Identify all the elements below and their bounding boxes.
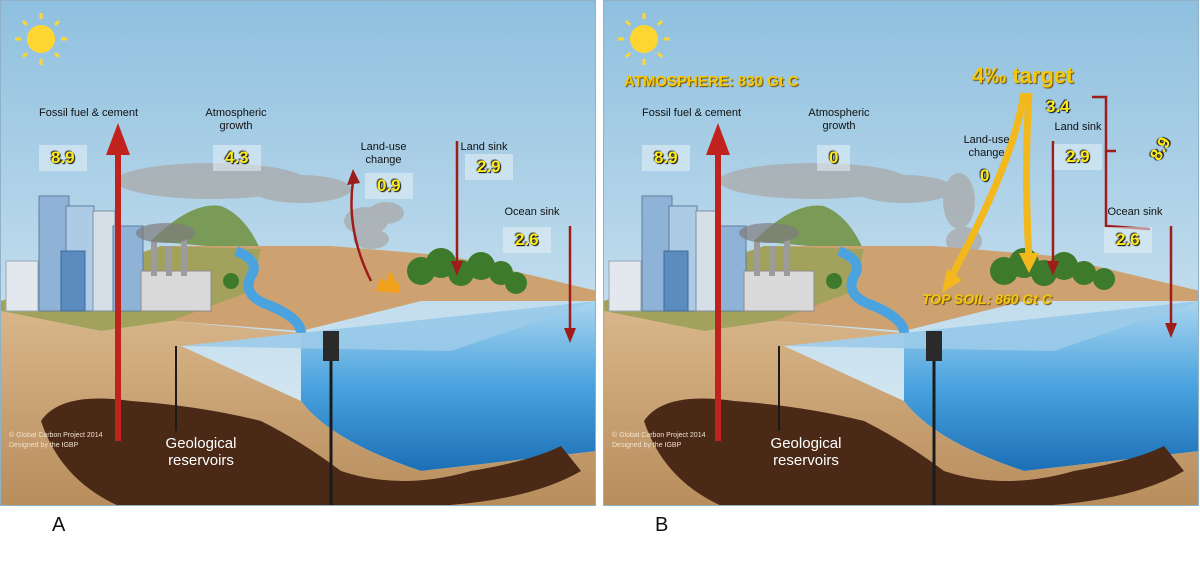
landuse-value: 0.9	[365, 173, 413, 199]
factory	[136, 223, 212, 312]
target-arrowhead-1	[942, 269, 962, 293]
scene-b	[604, 1, 1198, 505]
panel-a-letter: A	[52, 514, 66, 536]
river	[836, 246, 909, 334]
atm-label: Atmospheric growth	[205, 107, 267, 132]
ocean-label: Ocean sink	[504, 206, 560, 218]
atm-value: 4.3	[213, 145, 261, 171]
landsink-label: Land sink	[460, 141, 508, 153]
ocean-label: Ocean sink	[1107, 206, 1163, 218]
credit-line-1: © Global Carbon Project 2014	[9, 432, 103, 439]
landuse-label: Land-use change	[963, 134, 1010, 159]
credit-line-2: Designed by the IGBP	[9, 442, 79, 449]
panel-b: ATMOSPHERE: 830 Gt C 4‰ target Fossil fu…	[603, 0, 1199, 506]
sun-icon	[618, 13, 670, 65]
fossil-arrow	[106, 123, 130, 441]
oil-rig-icon	[323, 331, 339, 361]
atm-value: 0	[817, 145, 851, 171]
landsink-arrow	[1047, 141, 1059, 276]
ocean-surface	[784, 301, 1198, 351]
fossil-value: 8.9	[642, 145, 690, 171]
cloud-icon	[116, 163, 404, 249]
geological-label: Geological reservoirs	[165, 435, 237, 469]
landuse-label: Land-use change	[360, 141, 407, 166]
oil-rig-icon	[926, 331, 942, 361]
atmosphere-label: ATMOSPHERE: 830 Gt C	[624, 73, 799, 90]
ocean-arrow	[1165, 226, 1177, 338]
river	[233, 246, 306, 334]
credit-line-2: Designed by the IGBP	[612, 442, 682, 449]
fossil-label: Fossil fuel & cement	[642, 107, 742, 119]
fossil-arrow	[706, 123, 730, 441]
landsink-value: 2.9	[465, 154, 513, 180]
city	[5, 195, 144, 312]
panel-a: Fossil fuel & cement 8.9 Atmospheric gro…	[0, 0, 596, 506]
landsink-label: Land sink	[1054, 121, 1102, 133]
landuse-arrow	[347, 169, 373, 282]
atm-label: Atmospheric growth	[808, 107, 870, 132]
credit-line-1: © Global Carbon Project 2014	[612, 432, 706, 439]
landsink-value: 2.9	[1054, 144, 1102, 170]
trees	[193, 248, 527, 294]
topsoil-label: TOP SOIL: 860 Gt C	[922, 291, 1052, 307]
landsink-arrow	[451, 141, 463, 276]
panel-b-letter: B	[655, 514, 669, 536]
fire-icon	[376, 272, 400, 293]
fossil-label: Fossil fuel & cement	[39, 107, 139, 119]
target-value: 3.4	[1046, 97, 1070, 116]
ocean-value: 2.6	[1104, 227, 1152, 253]
scene-a	[1, 1, 595, 505]
landuse-value: 0	[980, 166, 990, 185]
target-arrows	[945, 92, 1033, 283]
target-arrowhead-2	[1019, 253, 1039, 273]
geological-label: Geological reservoirs	[770, 435, 842, 469]
ocean-value: 2.6	[503, 227, 551, 253]
sun-icon	[15, 13, 67, 65]
target-label: 4‰ target	[972, 63, 1074, 88]
ocean-surface	[181, 301, 595, 351]
factory	[739, 223, 815, 312]
cloud-icon	[719, 163, 982, 255]
fossil-value: 8.9	[39, 145, 87, 171]
ocean-arrow	[564, 226, 576, 343]
